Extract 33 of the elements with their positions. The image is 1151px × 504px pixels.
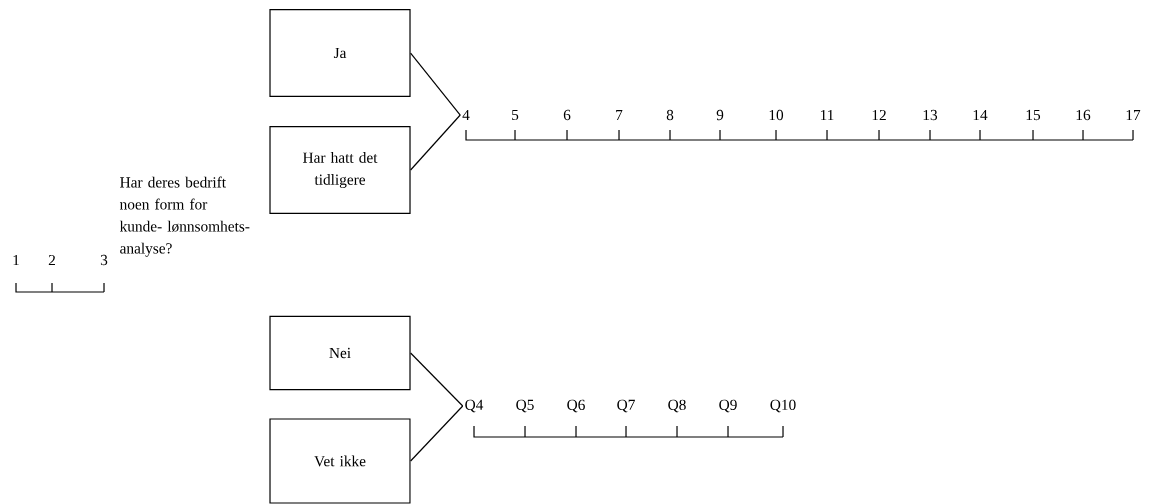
scale-label: 16 bbox=[1076, 109, 1091, 121]
scale-label: 8 bbox=[666, 109, 674, 121]
scale-label: 3 bbox=[100, 254, 108, 266]
connector-line bbox=[410, 352, 464, 407]
question-text: Har deres bedrift noen form for kunde- lønnsomhets- analyse? bbox=[119, 176, 250, 257]
scale-label: 12 bbox=[872, 109, 886, 121]
connector-line bbox=[410, 52, 461, 116]
scale-label: Q7 bbox=[617, 399, 635, 413]
scale-label: 15 bbox=[1026, 109, 1041, 121]
scale-label: 4 bbox=[462, 109, 470, 121]
scale-label: 11 bbox=[820, 109, 834, 121]
scale-label: Q8 bbox=[668, 399, 686, 413]
answer-box: Nei bbox=[269, 315, 411, 391]
answer-box: Ja bbox=[269, 9, 411, 97]
connector-line bbox=[410, 114, 461, 171]
scale-label: 17 bbox=[1126, 109, 1141, 121]
scale-label: Q10 bbox=[770, 399, 796, 413]
scale-label: 7 bbox=[616, 110, 623, 120]
scale-label: 14 bbox=[973, 109, 988, 121]
scale-label: Q5 bbox=[516, 399, 534, 413]
answer-box: Vet ikke bbox=[269, 418, 411, 504]
scale-label: 2 bbox=[48, 254, 55, 266]
scale-label: 13 bbox=[923, 109, 938, 121]
answer-box: Har hatt det tidligere bbox=[269, 126, 411, 214]
scale-label: 10 bbox=[769, 109, 784, 121]
scale-label: Q6 bbox=[567, 399, 585, 413]
connector-line bbox=[410, 405, 464, 462]
scale-label: Q9 bbox=[719, 399, 737, 413]
scale-label: 6 bbox=[563, 109, 571, 121]
scale-label: 9 bbox=[716, 109, 724, 121]
scale-label: 1 bbox=[13, 254, 19, 266]
scale-label: 5 bbox=[512, 109, 519, 121]
scale-label: Q4 bbox=[465, 399, 484, 413]
